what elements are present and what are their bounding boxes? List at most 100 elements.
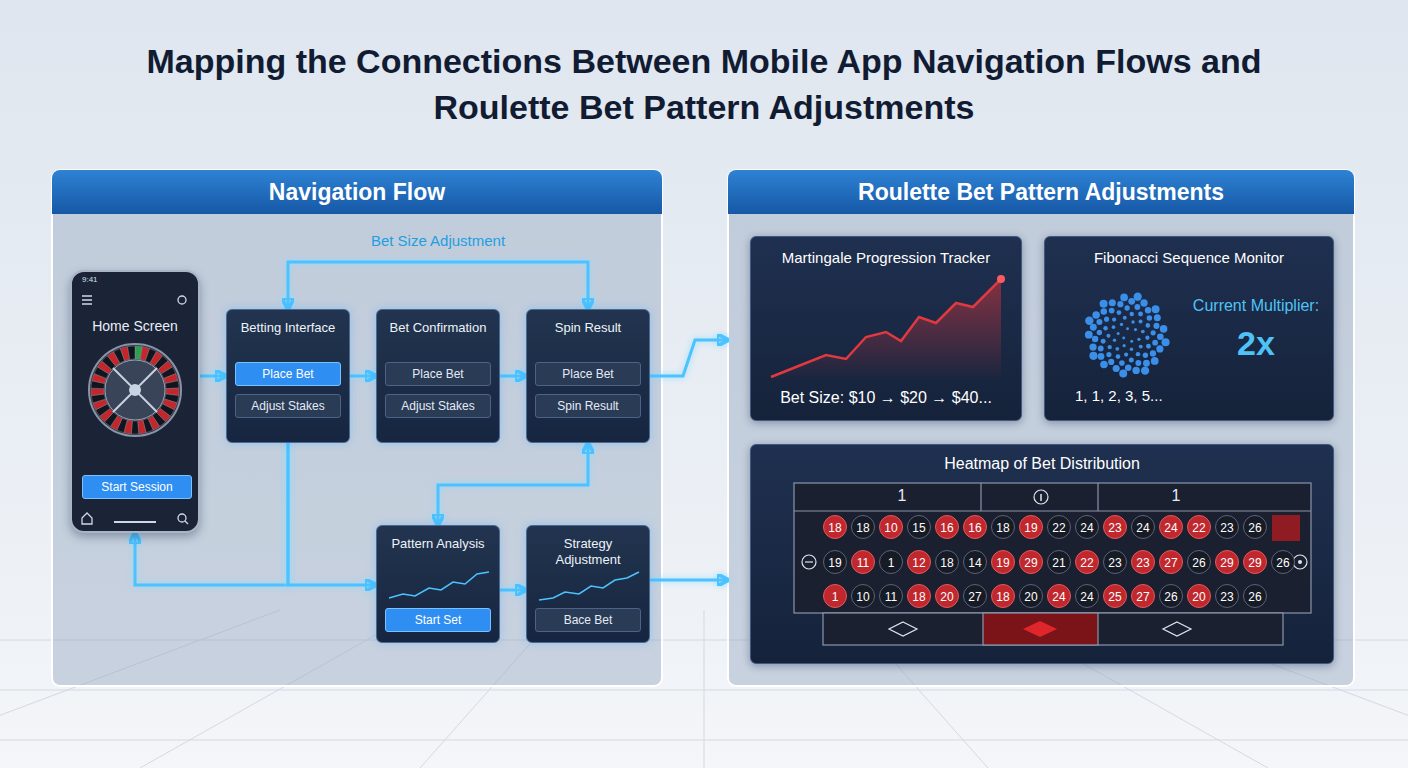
monitor-card: Fibonacci Sequence MonitorCurrent Multip… (1044, 236, 1334, 421)
process-box: Pattern AnalysisStart Set (376, 525, 500, 643)
table-cell: 24 (1075, 515, 1099, 539)
button: Spin Result (535, 394, 641, 418)
node-title: Roulette Bet Pattern Adjustments (728, 170, 1354, 214)
node-title: Navigation Flow (52, 170, 662, 214)
table-cell: 29 (1215, 550, 1239, 574)
button: Place Bet (535, 362, 641, 386)
table-cell: 1 (823, 584, 847, 608)
table-cell: 27 (963, 584, 987, 608)
table-cell: 10 (851, 584, 875, 608)
table-cell: 26 (1159, 584, 1183, 608)
button: Bace Bet (535, 608, 641, 632)
node-title: Strategy Adjustment (535, 536, 641, 570)
process-box: Spin ResultPlace BetSpin Result (526, 309, 650, 443)
table-cell: 1 (879, 550, 903, 574)
button: Place Bet (235, 362, 341, 386)
process-box: Bet ConfirmationPlace BetAdjust Stakes (376, 309, 500, 443)
node-title: Adjust Stakes (238, 399, 338, 413)
table-cell: 19 (1019, 515, 1043, 539)
table-cell: 16 (935, 515, 959, 539)
table-cell: 11 (851, 550, 875, 574)
button: Start Set (385, 608, 491, 632)
flow-connector (200, 375, 226, 378)
node-title: Pattern Analysis (385, 536, 491, 570)
node-title: Home Screen (72, 318, 198, 334)
table-header: 1 (1166, 486, 1186, 506)
panel: Roulette Bet Pattern Adjustments Marting… (728, 170, 1354, 686)
node-text: Current Multiplier: (1181, 297, 1331, 315)
table-cell: 27 (1159, 550, 1183, 574)
process-box: Strategy AdjustmentBace Bet (526, 525, 650, 643)
page-title: Mapping the Connections Between Mobile A… (119, 38, 1289, 130)
table-cell: 26 (1271, 550, 1295, 574)
table-cell: 22 (1075, 550, 1099, 574)
node-title: Bet Confirmation (385, 320, 491, 354)
table-cell: 26 (1187, 550, 1211, 574)
table-cell: 24 (1075, 584, 1099, 608)
table-cell: 29 (1243, 550, 1267, 574)
node-title: Adjust Stakes (388, 399, 488, 413)
node-title: Heatmap of Bet Distribution (751, 455, 1333, 473)
flow-connector (500, 375, 526, 378)
table-cell: 18 (907, 584, 931, 608)
panel-ground (52, 170, 662, 686)
table-cell: 20 (1187, 584, 1211, 608)
table-cell: 29 (1019, 550, 1043, 574)
panel-ground (728, 170, 1354, 686)
button: Adjust Stakes (235, 394, 341, 418)
table-cell: 24 (1047, 584, 1071, 608)
table-cell: 16 (963, 515, 987, 539)
node-title: Start Session (85, 480, 189, 494)
table-cell: 25 (1103, 584, 1127, 608)
node-title: Spin Result (538, 399, 638, 413)
table-cell: 23 (1215, 584, 1239, 608)
table-cell: 24 (1159, 515, 1183, 539)
node-title: Bace Bet (538, 613, 638, 627)
node-text: 2x (1181, 323, 1331, 363)
table-cell: 21 (1047, 550, 1071, 574)
table-cell: 20 (1019, 584, 1043, 608)
flow-connector (288, 443, 376, 585)
table-cell: 14 (963, 550, 987, 574)
table-cell: 27 (1131, 584, 1155, 608)
flow-connector (350, 375, 376, 378)
node-title: Start Set (388, 613, 488, 627)
node-title: Martingale Progression Tracker (751, 249, 1021, 267)
table-cell: 26 (1243, 584, 1267, 608)
table-cell: 22 (1187, 515, 1211, 539)
node-title: Place Bet (388, 367, 488, 381)
edge-label: Bet Size Adjustment (367, 232, 509, 250)
flow-connector (438, 443, 588, 525)
status-time: 9:41 (82, 275, 98, 284)
flow-connector (500, 589, 526, 592)
table-cell: 18 (991, 515, 1015, 539)
tracker-card: Martingale Progression TrackerBet Size: … (750, 236, 1022, 421)
button: Adjust Stakes (385, 394, 491, 418)
table-cell: 10 (879, 515, 903, 539)
roulette-wheel (89, 344, 181, 436)
node-text: Bet Size: $10 → $20 → $40... (751, 389, 1021, 407)
table-cell: 19 (991, 550, 1015, 574)
node-title: Fibonacci Sequence Monitor (1045, 249, 1333, 267)
node-title: Betting Interface (235, 320, 341, 354)
table-cell: 18 (991, 584, 1015, 608)
table-cell: 20 (935, 584, 959, 608)
flow-connector (650, 579, 728, 582)
table-header: 1 (892, 486, 912, 506)
phone-screen: Home ScreenStart Session (70, 270, 200, 533)
table-cell: 11 (879, 584, 903, 608)
table-cell: 22 (1047, 515, 1071, 539)
table-cell: 23 (1215, 515, 1239, 539)
process-box: Betting InterfacePlace BetAdjust Stakes (226, 309, 350, 443)
table-cell: 18 (823, 515, 847, 539)
node-title: Spin Result (535, 320, 641, 354)
panel: Navigation Flow Home ScreenStart Session… (52, 170, 662, 686)
table-cell: 18 (935, 550, 959, 574)
table-cell: 15 (907, 515, 931, 539)
table-cell: 19 (823, 550, 847, 574)
table-cell: 23 (1103, 550, 1127, 574)
node-title: Place Bet (238, 367, 338, 381)
table-cell: 12 (907, 550, 931, 574)
button: Place Bet (385, 362, 491, 386)
table-cell: 26 (1243, 515, 1267, 539)
